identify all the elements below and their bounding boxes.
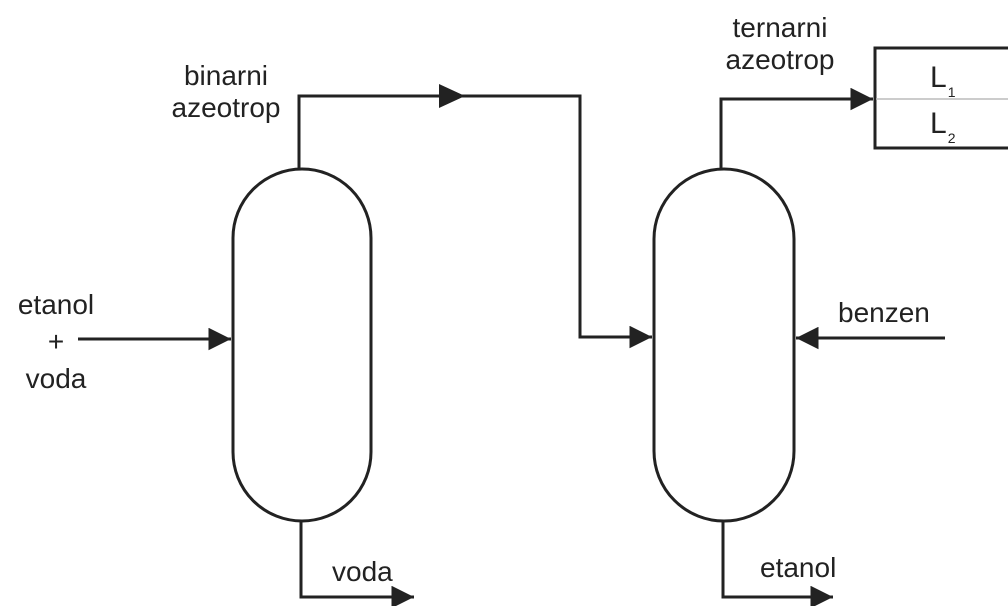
phase-l2-index: 2 <box>947 130 956 146</box>
distillation-column-2 <box>652 167 796 523</box>
phase-l1-index: 1 <box>947 84 956 100</box>
ternary-azeotrope-label-line-2: azeotrop <box>725 44 835 75</box>
ternary-azeotrope-arrow <box>719 87 873 169</box>
water-output-label: voda <box>332 556 393 587</box>
feed-label-line-1: etanol <box>17 289 95 320</box>
binary-azeotrope-flow-arrow <box>439 84 465 108</box>
water-bottoms-arrow <box>299 521 414 606</box>
phase-l2-symbol: L <box>930 107 947 140</box>
benzene-label: benzen <box>838 297 930 328</box>
phase-separator <box>873 46 1008 150</box>
feed-label: etanol + voda <box>6 286 106 397</box>
ternary-azeotrope-label: ternarni azeotrop <box>709 12 851 76</box>
ethanol-bottoms-arrow <box>721 521 833 606</box>
phase-l1-label: L1 <box>930 61 956 101</box>
phase-l1-symbol: L <box>930 61 947 94</box>
binary-azeotrope-label-line-2: azeotrop <box>171 92 281 123</box>
distillation-column-1 <box>231 167 373 523</box>
binary-azeotrope-line <box>297 94 652 349</box>
ternary-azeotrope-label-line-1: ternarni <box>732 12 828 43</box>
binary-azeotrope-label-line-1: binarni <box>183 60 269 91</box>
binary-azeotrope-label: binarni azeotrop <box>160 60 292 124</box>
phase-l2-label: L2 <box>930 107 956 147</box>
feed-label-line-3: voda <box>25 363 87 394</box>
ethanol-output-label: etanol <box>760 552 837 583</box>
feed-label-line-2: + <box>47 326 65 357</box>
